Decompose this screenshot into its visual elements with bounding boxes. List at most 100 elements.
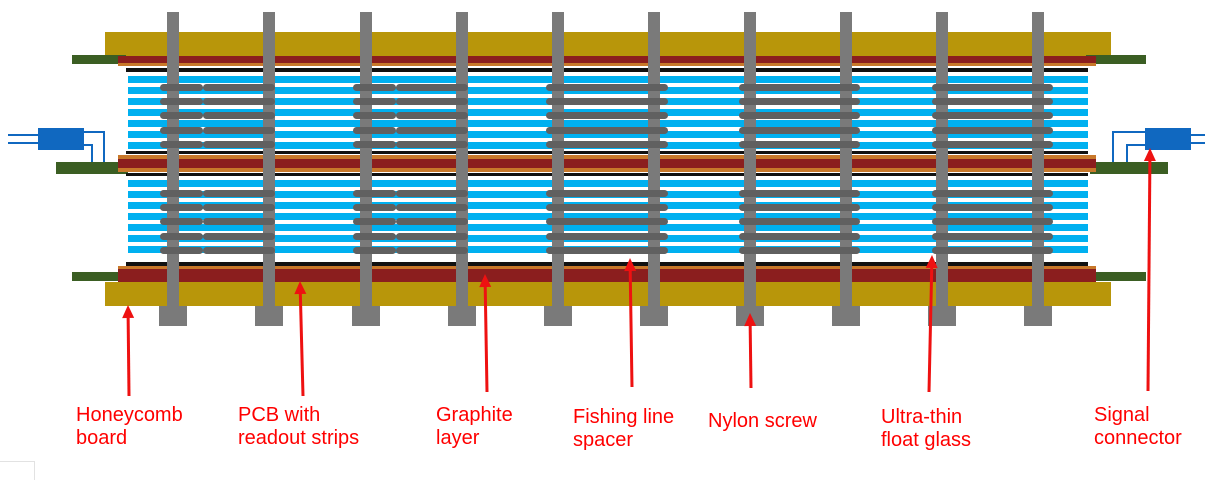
- label-arrows: [122, 148, 1156, 397]
- signal-connectors: [8, 128, 1205, 162]
- corner-marker: [0, 461, 35, 480]
- fishing-line-spacer: [396, 247, 468, 254]
- fishing-line-spacer: [396, 218, 468, 225]
- label-float-glass: Ultra-thin float glass: [881, 406, 971, 452]
- fishing-line-spacer: [932, 204, 1053, 211]
- fishing-line-spacer: [203, 141, 275, 148]
- fishing-line-spacer: [160, 204, 203, 211]
- fishing-line-spacer: [546, 141, 668, 148]
- fishing-line-spacer: [203, 233, 275, 240]
- fishing-line-spacer: [739, 190, 860, 197]
- signal-connector-right: [1145, 128, 1191, 150]
- pointer-arrow-head: [744, 313, 757, 327]
- fishing-line-spacer: [739, 112, 860, 119]
- pointer-arrow-head: [122, 305, 135, 319]
- connector-tab: [1086, 55, 1146, 64]
- nylon-screw-shaft: [936, 12, 948, 308]
- fishing-line-spacer: [546, 190, 668, 197]
- fishing-line-spacer: [932, 84, 1053, 91]
- fishing-line-spacer: [353, 204, 396, 211]
- label-line: Nylon screw: [708, 410, 817, 432]
- fishing-line-spacer: [932, 98, 1053, 105]
- fishing-line-spacer: [739, 218, 860, 225]
- nylon-screw-head: [448, 306, 476, 326]
- fishing-line-spacers: [160, 84, 1053, 254]
- label-nylon-screw: Nylon screw: [708, 410, 817, 433]
- label-honeycomb-board: Honeycomb board: [76, 404, 183, 450]
- fishing-line-spacer: [396, 204, 468, 211]
- float-glass-plate: [128, 131, 1088, 138]
- nylon-screw-shaft: [840, 12, 852, 308]
- fishing-line-spacer: [932, 127, 1053, 134]
- nylon-screw-head: [832, 306, 860, 326]
- fishing-line-spacer: [739, 204, 860, 211]
- fishing-line-spacer: [546, 218, 668, 225]
- nylon-screw-head: [1024, 306, 1052, 326]
- nylon-screw-shaft: [167, 12, 179, 308]
- fishing-line-spacer: [396, 84, 468, 91]
- nylon-screw-head: [352, 306, 380, 326]
- nylon-screw-shaft: [360, 12, 372, 308]
- fishing-line-spacer: [353, 84, 396, 91]
- fishing-line-spacer: [353, 190, 396, 197]
- nylon-screw-shaft: [552, 12, 564, 308]
- label-line: spacer: [573, 429, 634, 451]
- label-line: Fishing line: [573, 406, 675, 428]
- fishing-line-spacer: [546, 204, 668, 211]
- pointer-arrow-head: [1143, 148, 1156, 162]
- connector-tab: [56, 162, 128, 174]
- nylon-screw-head: [928, 306, 956, 326]
- label-line: board: [76, 427, 128, 449]
- signal-lead-right: [1126, 144, 1145, 162]
- float-glass-plate: [128, 180, 1088, 187]
- pointer-arrow-shaft: [748, 325, 753, 389]
- signal-lead-left: [84, 144, 93, 162]
- signal-lead-left: [84, 131, 105, 162]
- label-line: connector: [1094, 427, 1182, 449]
- pointer-arrow-shaft: [126, 317, 131, 397]
- fishing-line-spacer: [160, 98, 203, 105]
- fishing-line-spacer: [160, 247, 203, 254]
- fishing-line-spacer: [203, 218, 275, 225]
- fishing-line-spacer: [353, 127, 396, 134]
- nylon-screw-head: [640, 306, 668, 326]
- copper-strip-middle-upper: [118, 155, 1096, 159]
- fishing-line-spacer: [546, 98, 668, 105]
- fishing-line-spacer: [203, 112, 275, 119]
- fishing-line-spacer: [203, 84, 275, 91]
- fishing-line-spacer: [396, 98, 468, 105]
- pcb-top: [118, 56, 1096, 63]
- fishing-line-spacer: [353, 218, 396, 225]
- pointer-arrow-shaft: [628, 270, 634, 388]
- fishing-line-spacer: [203, 98, 275, 105]
- fishing-line-spacer: [739, 127, 860, 134]
- float-glass-plate: [128, 76, 1088, 83]
- label-fishing-line-spacer: Fishing line spacer: [573, 406, 674, 452]
- nylon-screw-shaft: [263, 12, 275, 308]
- fishing-line-spacer: [739, 141, 860, 148]
- connector-tab: [1090, 162, 1168, 174]
- float-glass-plate: [128, 213, 1088, 220]
- nylon-screw-shaft: [456, 12, 468, 308]
- fishing-line-spacer: [353, 247, 396, 254]
- pointer-arrow-shaft: [298, 293, 305, 397]
- fishing-line-spacer: [160, 141, 203, 148]
- fishing-line-spacer: [739, 233, 860, 240]
- fishing-line-spacer: [353, 233, 396, 240]
- connector-tab: [1086, 272, 1146, 281]
- pointer-arrow-head: [925, 255, 938, 269]
- fishing-line-spacer: [932, 190, 1053, 197]
- honeycomb-board-bottom: [105, 282, 1111, 306]
- signal-lead-right: [1112, 131, 1145, 162]
- fishing-line-spacer: [203, 204, 275, 211]
- fishing-line-spacer: [353, 98, 396, 105]
- fishing-line-spacer: [932, 218, 1053, 225]
- pointer-arrow-head: [294, 281, 307, 295]
- label-line: Signal: [1094, 404, 1150, 426]
- copper-strip-top: [118, 63, 1096, 66]
- connector-tab: [72, 55, 126, 64]
- fishing-line-spacer: [203, 127, 275, 134]
- fishing-line-spacer: [396, 190, 468, 197]
